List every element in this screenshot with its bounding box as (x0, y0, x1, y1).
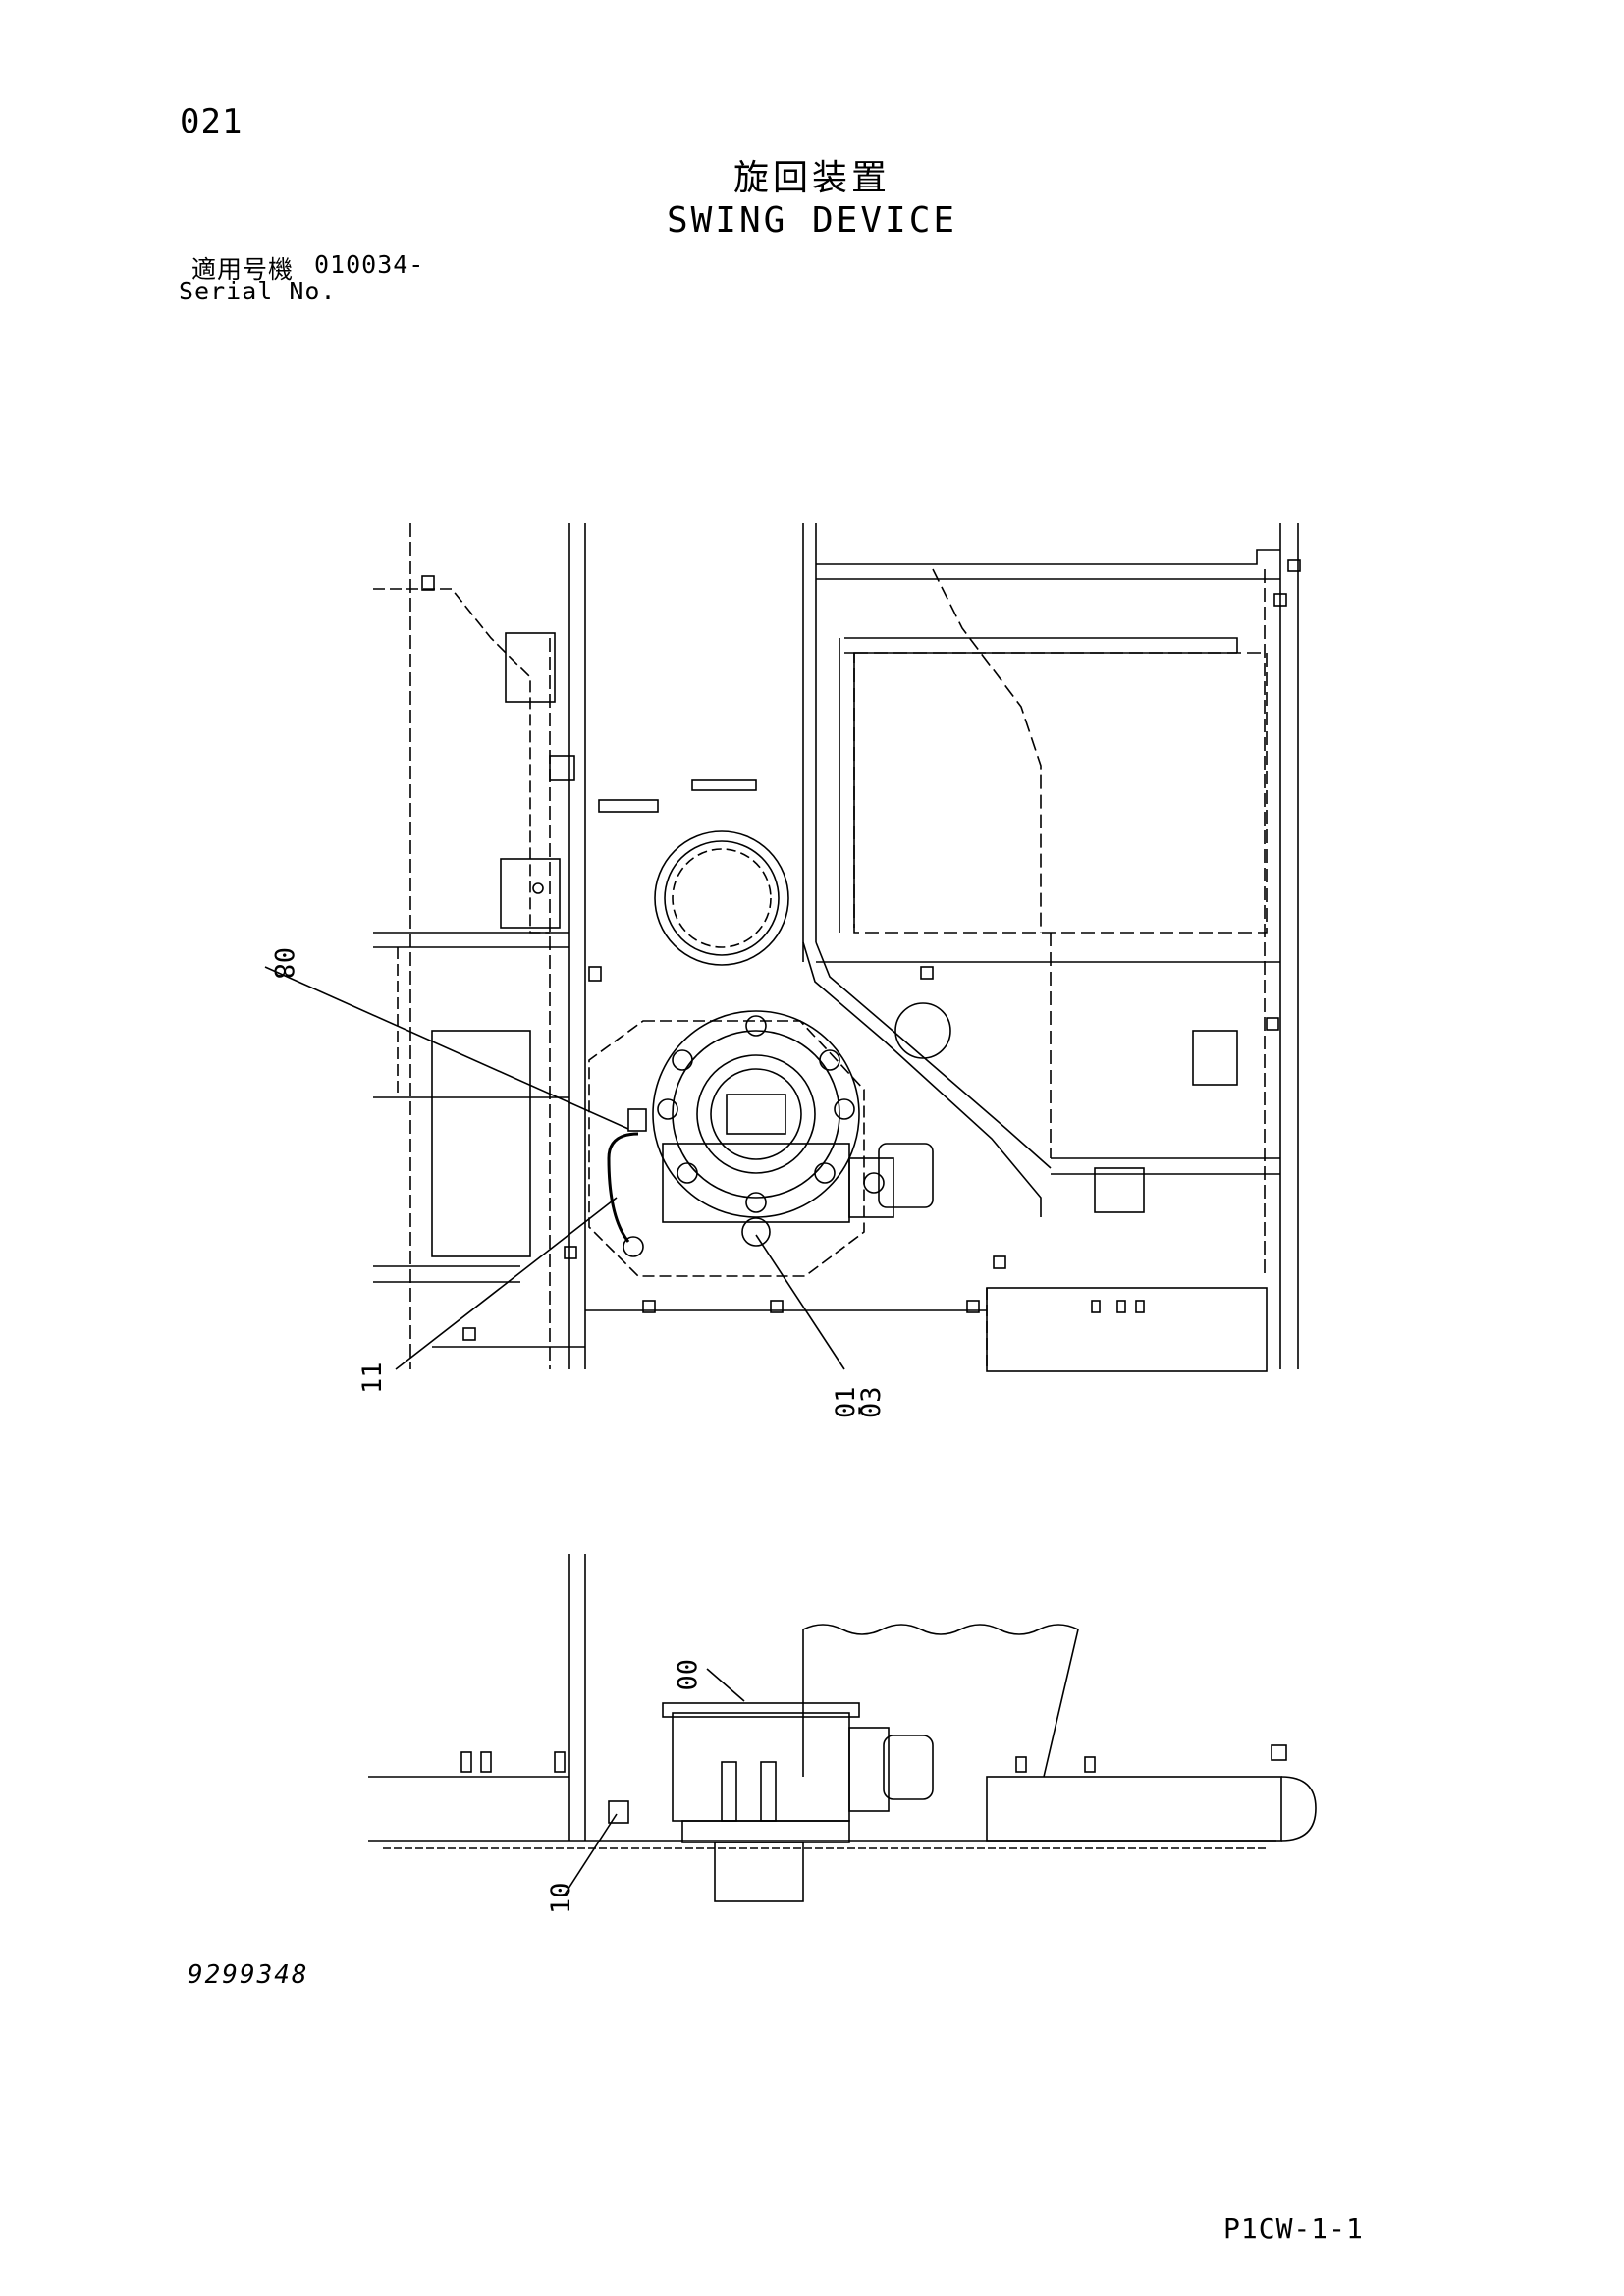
serial-label-english: Serial No. (179, 277, 337, 305)
callout-00: 00 (671, 1659, 701, 1691)
callout-08: 08 (268, 947, 298, 980)
title-english: SWING DEVICE (666, 200, 958, 240)
page-code: P1CW-1-1 (1223, 2213, 1364, 2245)
serial-value: 010034- (314, 250, 425, 279)
drawing-number: 9299348 (188, 1960, 309, 1990)
callout-10: 10 (546, 1882, 576, 1914)
callout-11: 11 (357, 1362, 388, 1394)
page-number: 021 (180, 102, 244, 141)
callout-01-03: 01-03 (831, 1386, 887, 1418)
title-japanese: 旋回装置 (732, 158, 891, 198)
serial-label-japanese: 適用号機 (191, 255, 295, 284)
